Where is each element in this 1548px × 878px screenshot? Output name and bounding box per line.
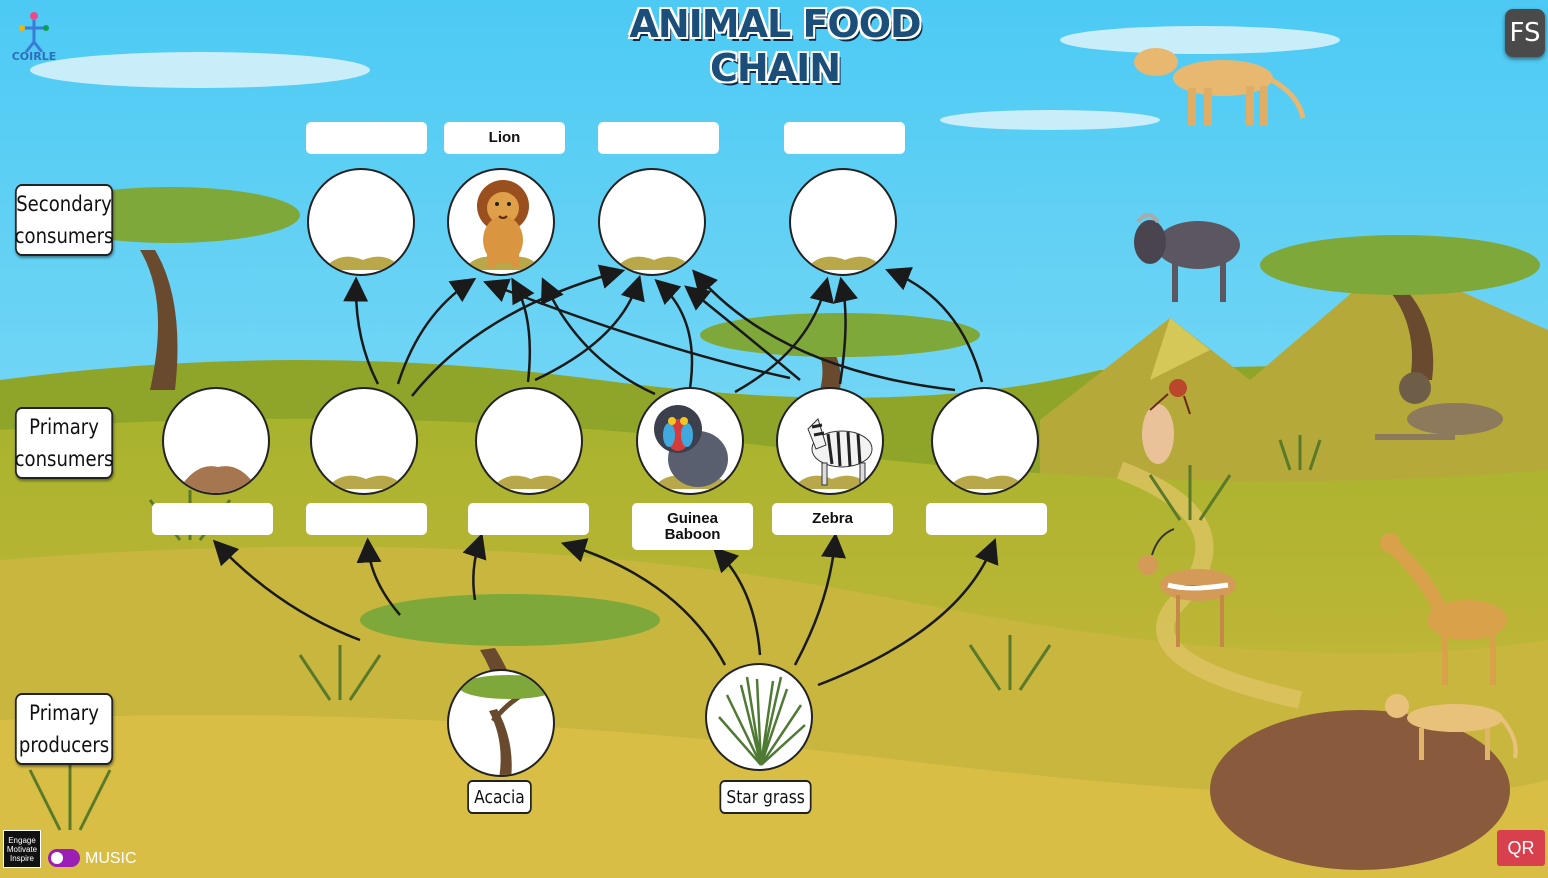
grass-base-icon xyxy=(326,475,406,489)
level-label-secondary: Secondary consumers xyxy=(15,184,113,256)
primary-drop-slot-1[interactable] xyxy=(162,387,270,495)
primary-name-slot-2[interactable] xyxy=(306,503,427,535)
primary-name-slot-3[interactable] xyxy=(468,503,589,535)
arrow xyxy=(734,276,835,394)
giraffe-draggable-icon[interactable] xyxy=(1372,525,1520,689)
arrow xyxy=(712,546,762,656)
arrow xyxy=(692,269,956,392)
lion-icon xyxy=(463,180,543,270)
grass-base-icon xyxy=(805,256,885,270)
wild-dog-draggable-icon[interactable] xyxy=(1375,364,1515,450)
brand-logo[interactable]: COIRLE xyxy=(4,8,64,64)
secondary-slot-lion[interactable] xyxy=(447,168,555,276)
primary-drop-slot-2[interactable] xyxy=(310,387,418,495)
brand-badge: Engage Motivate Inspire xyxy=(3,830,41,868)
rock-mound-icon xyxy=(176,466,260,493)
level-label-producers: Primary producers xyxy=(15,693,114,765)
gazelle-draggable-icon[interactable] xyxy=(1128,525,1248,653)
arrow xyxy=(885,267,984,383)
producer-acacia xyxy=(447,669,555,777)
arrow xyxy=(411,264,626,397)
colorful-figure-logo-icon xyxy=(19,12,49,53)
zebra-icon xyxy=(792,418,873,489)
arrow xyxy=(343,276,380,385)
grass-base-icon xyxy=(491,475,571,489)
toggle-knob xyxy=(51,852,63,864)
arrow xyxy=(793,532,846,666)
primary-slot-zebra[interactable] xyxy=(776,387,884,495)
arrow xyxy=(560,538,727,666)
star-grass-icon xyxy=(718,676,806,766)
primary-name-slot-baboon[interactable]: Guinea Baboon xyxy=(632,503,753,550)
grass-base-icon xyxy=(614,256,694,270)
producer-label-star-grass: Star grass xyxy=(719,780,812,814)
secondary-drop-slot-1[interactable] xyxy=(307,168,415,276)
termite-draggable-icon[interactable] xyxy=(1128,374,1200,466)
arrow xyxy=(356,537,401,616)
primary-name-slot-6[interactable] xyxy=(926,503,1047,535)
secondary-name-slot-2[interactable]: Lion xyxy=(444,122,565,154)
primary-name-slot-zebra[interactable]: Zebra xyxy=(772,503,893,535)
qr-button[interactable]: QR xyxy=(1497,830,1545,866)
wildebeest-draggable-icon[interactable] xyxy=(1128,200,1248,308)
secondary-drop-slot-4[interactable] xyxy=(789,168,897,276)
grass-base-icon xyxy=(323,256,403,270)
cheetah-draggable-icon[interactable] xyxy=(1375,688,1523,764)
arrow xyxy=(396,277,477,385)
arrow xyxy=(833,276,858,385)
arrow xyxy=(511,277,535,383)
fullscreen-button[interactable]: FS xyxy=(1505,9,1545,57)
primary-drop-slot-3[interactable] xyxy=(475,387,583,495)
primary-drop-slot-6[interactable] xyxy=(931,387,1039,495)
page-title: ANIMAL FOOD CHAIN xyxy=(629,2,921,90)
arrow xyxy=(462,532,487,601)
music-label: MUSIC xyxy=(85,850,137,867)
secondary-name-slot-3[interactable] xyxy=(598,122,719,154)
lioness-draggable-icon[interactable] xyxy=(1128,38,1308,130)
producer-star-grass xyxy=(705,663,813,771)
logo-text: COIRLE xyxy=(11,50,57,63)
secondary-drop-slot-3[interactable] xyxy=(598,168,706,276)
primary-slot-baboon[interactable] xyxy=(636,387,744,495)
music-toggle[interactable] xyxy=(48,849,80,867)
primary-name-slot-1[interactable] xyxy=(152,503,273,535)
arrow xyxy=(684,285,801,381)
arrow xyxy=(654,278,694,389)
grass-base-icon xyxy=(947,475,1027,489)
arrow xyxy=(540,277,656,396)
level-label-primary-consumers: Primary consumers xyxy=(15,407,113,479)
arrow xyxy=(212,539,361,642)
acacia-tree-icon xyxy=(459,675,553,775)
arrow xyxy=(483,278,791,380)
arrow xyxy=(817,538,999,687)
arrow xyxy=(534,274,645,382)
secondary-name-slot-4[interactable] xyxy=(784,122,905,154)
secondary-name-slot-1[interactable] xyxy=(306,122,427,154)
baboon-icon xyxy=(652,405,732,489)
producer-label-acacia: Acacia xyxy=(467,780,532,814)
